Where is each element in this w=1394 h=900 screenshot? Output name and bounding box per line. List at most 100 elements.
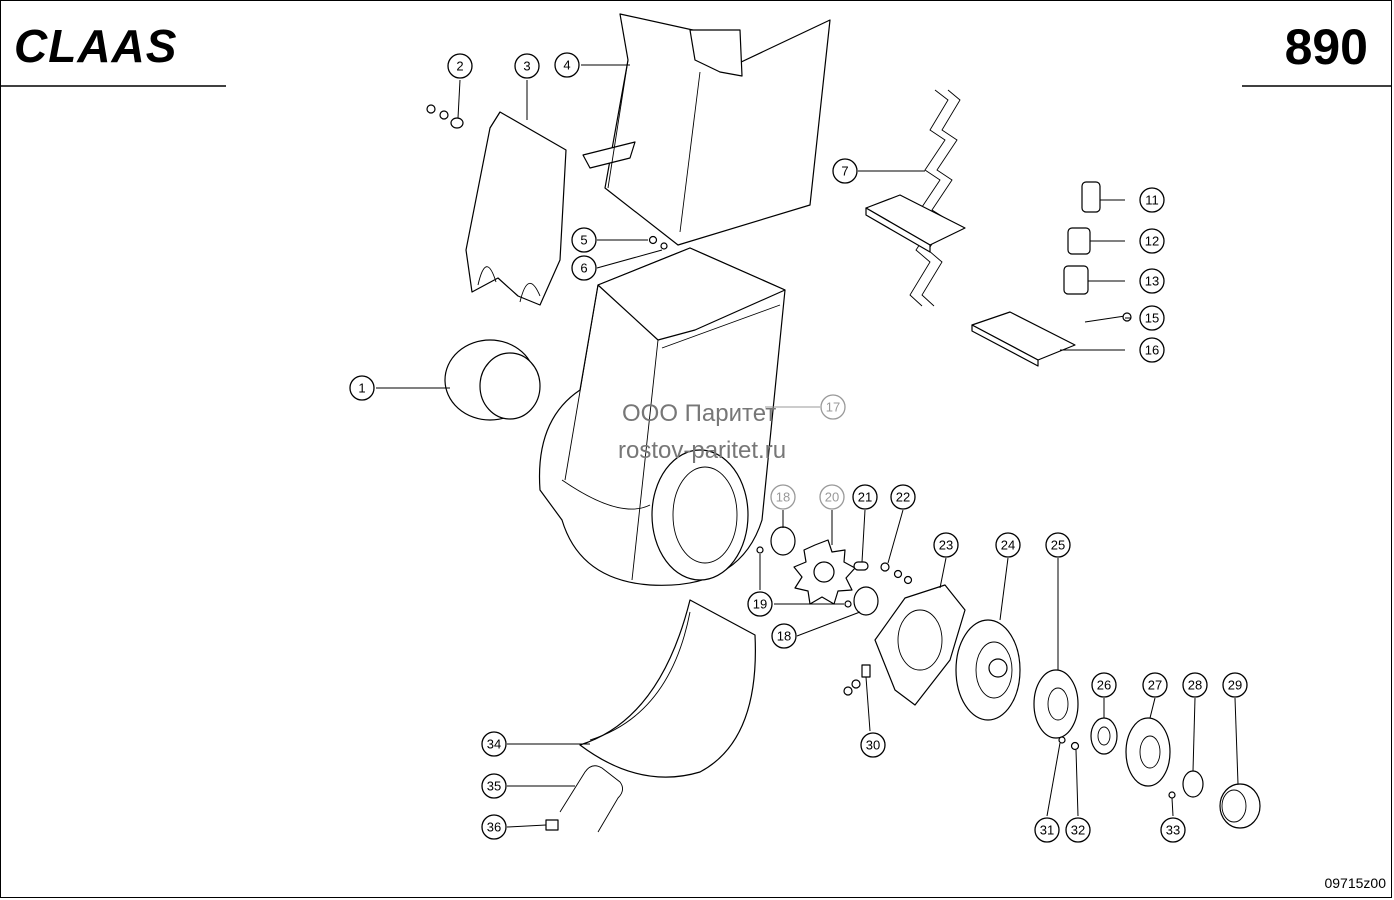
- leader-2: [457, 79, 461, 119]
- svg-text:26: 26: [1097, 678, 1111, 693]
- leader-36: [506, 824, 547, 828]
- part-22-fasteners: [880, 562, 913, 585]
- callout-5: 5: [571, 227, 597, 253]
- svg-text:11: 11: [1145, 193, 1159, 208]
- main-housing: [538, 247, 786, 586]
- svg-text:5: 5: [580, 233, 587, 248]
- part-21-key: [853, 561, 869, 571]
- svg-text:19: 19: [753, 597, 767, 612]
- part-1-sleeve-ring: [444, 339, 541, 421]
- part-12-link: [1067, 227, 1091, 255]
- drawing-code: 09715z00: [1324, 875, 1386, 891]
- part-28-collar: [1182, 770, 1204, 798]
- part-19-nipple-lower: [844, 600, 852, 608]
- part-24-bearing-flange: [955, 619, 1021, 721]
- callout-25: 25: [1045, 532, 1071, 558]
- part-19-nipple-upper: [756, 546, 764, 554]
- svg-text:36: 36: [487, 820, 501, 835]
- callout-7: 7: [832, 158, 858, 184]
- callout-23: 23: [933, 532, 959, 558]
- part-11-link: [1081, 181, 1101, 213]
- svg-text:20: 20: [825, 490, 839, 505]
- callout-13: 13: [1139, 268, 1165, 294]
- part-15-bolt: [1084, 312, 1132, 323]
- part-6-nut: [660, 242, 668, 250]
- part-23-bracket: [874, 584, 966, 706]
- svg-text:12: 12: [1145, 234, 1159, 249]
- leader-22: [887, 509, 904, 564]
- svg-text:31: 31: [1040, 823, 1054, 838]
- svg-text:2: 2: [456, 59, 463, 74]
- part-29-cap: [1219, 783, 1261, 829]
- svg-text:28: 28: [1188, 678, 1202, 693]
- watermark-line2: rostov-paritet.ru: [618, 437, 786, 464]
- callout-21: 21: [852, 484, 878, 510]
- svg-text:6: 6: [580, 261, 587, 276]
- callout-19-lower: 19: [747, 591, 773, 617]
- brand-logo-text: CLAAS: [14, 20, 177, 72]
- svg-text:16: 16: [1145, 343, 1159, 358]
- callout-4: 4: [554, 52, 580, 78]
- leader-28: [1192, 697, 1196, 772]
- watermark: ООО Паритет rostov-paritet.ru: [618, 400, 786, 464]
- callout-26: 26: [1091, 672, 1117, 698]
- callout-35: 35: [481, 773, 507, 799]
- part-13-link: [1063, 265, 1089, 295]
- part-33-nipple: [1168, 791, 1176, 799]
- page-number: 890: [1285, 19, 1368, 75]
- svg-text:32: 32: [1071, 823, 1085, 838]
- callout-18-lower: 18: [771, 623, 797, 649]
- callout-32: 32: [1065, 817, 1091, 843]
- leader-32: [1075, 749, 1079, 817]
- callout-18-upper: 18: [770, 484, 796, 510]
- svg-text:17: 17: [826, 400, 840, 415]
- leader-29: [1234, 697, 1239, 785]
- brand-logo: CLAAS: [14, 20, 177, 72]
- svg-text:25: 25: [1051, 538, 1065, 553]
- part-18-seal-upper: [770, 526, 796, 556]
- leader-6: [596, 249, 663, 269]
- svg-text:30: 30: [866, 738, 880, 753]
- callout-22: 22: [890, 484, 916, 510]
- svg-text:1: 1: [358, 381, 365, 396]
- callout-12: 12: [1139, 228, 1165, 254]
- svg-text:18: 18: [776, 490, 790, 505]
- watermark-line1: ООО Паритет: [622, 400, 776, 427]
- svg-text:27: 27: [1148, 678, 1162, 693]
- svg-text:18: 18: [777, 629, 791, 644]
- callout-30: 30: [860, 732, 886, 758]
- callout-6: 6: [571, 255, 597, 281]
- svg-text:3: 3: [523, 59, 530, 74]
- callout-33: 33: [1160, 817, 1186, 843]
- svg-text:15: 15: [1145, 311, 1159, 326]
- part-16-flight: [971, 311, 1076, 367]
- svg-text:29: 29: [1228, 678, 1242, 693]
- svg-text:23: 23: [939, 538, 953, 553]
- callout-36: 36: [481, 814, 507, 840]
- callout-27: 27: [1142, 672, 1168, 698]
- svg-text:13: 13: [1145, 274, 1159, 289]
- leader-24: [999, 557, 1009, 621]
- part-36-nut: [545, 819, 559, 831]
- callout-24: 24: [995, 532, 1021, 558]
- svg-text:4: 4: [563, 58, 570, 73]
- part-32-nut: [1070, 741, 1080, 751]
- svg-text:22: 22: [896, 490, 910, 505]
- part-25-plate: [1033, 669, 1079, 739]
- callout-11: 11: [1139, 187, 1165, 213]
- callout-16: 16: [1139, 337, 1165, 363]
- leader-23: [939, 557, 947, 589]
- part-3-side-plate: [465, 111, 567, 306]
- part-34-trough: [579, 599, 756, 778]
- callout-31: 31: [1034, 817, 1060, 843]
- callout-20: 20: [819, 484, 845, 510]
- callout-2: 2: [447, 53, 473, 79]
- callout-34: 34: [481, 731, 507, 757]
- leader-33: [1171, 797, 1174, 817]
- leader-31: [1046, 742, 1061, 817]
- callout-17: 17: [820, 394, 846, 420]
- part-20-sprocket: [793, 539, 856, 605]
- callout-29: 29: [1222, 672, 1248, 698]
- part-7-chain: [865, 89, 966, 307]
- leader-21: [861, 509, 866, 563]
